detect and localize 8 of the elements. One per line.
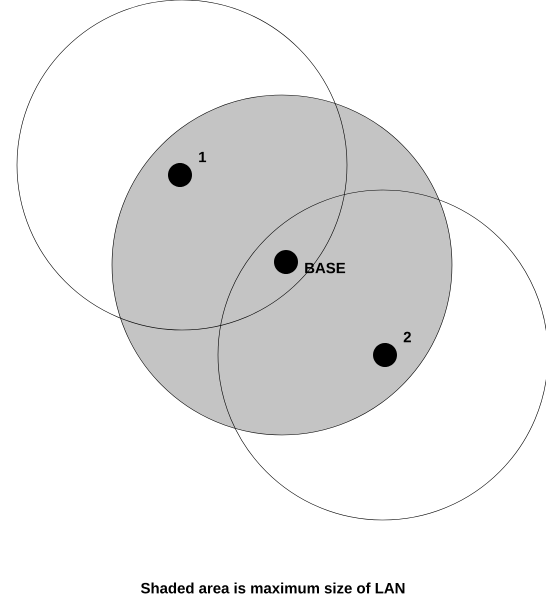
station-dot bbox=[274, 250, 298, 274]
station-label: 1 bbox=[199, 152, 206, 162]
station-label: 2 bbox=[404, 332, 411, 342]
range-circle bbox=[16, 0, 348, 330]
station-dot bbox=[373, 343, 397, 367]
shaded-area-circle bbox=[112, 94, 452, 436]
caption: Shaded area is maximum size of LAN bbox=[140, 582, 404, 594]
station-dot bbox=[168, 163, 192, 187]
